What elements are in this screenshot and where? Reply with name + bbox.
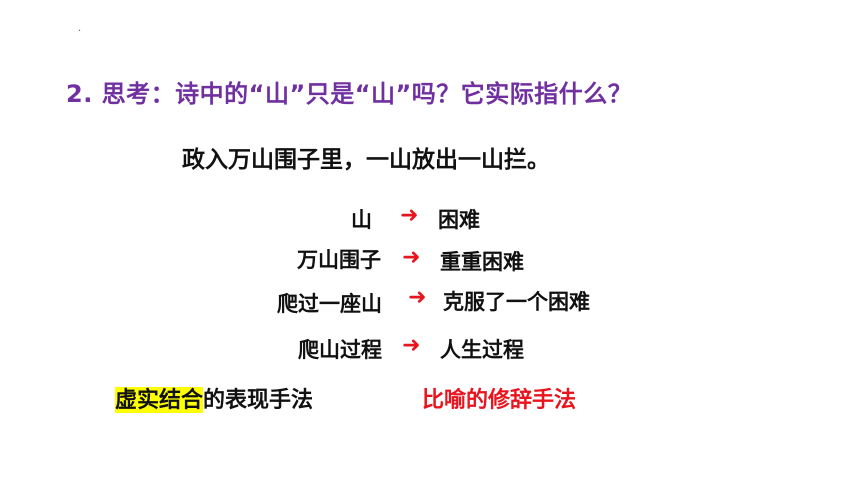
term-mountain: 山 [351,208,372,232]
arrow-right-icon: ➜ [402,333,421,358]
meaning-overcome-difficulty: 克服了一个困难 [443,290,590,314]
term-climb-one-mountain: 爬过一座山 [277,292,382,316]
technique-text: 虚实结合的表现手法 [115,382,313,414]
poem-line: 政入万山围子里，一山放出一山拦。 [182,147,550,173]
term-climbing-process: 爬山过程 [298,338,382,362]
arrow-right-icon: ➜ [400,203,419,228]
arrow-right-icon: ➜ [408,285,427,310]
rhetoric-text: 比喻的修辞手法 [422,387,577,413]
term-ten-thousand-mountains: 万山围子 [297,248,381,272]
meaning-many-difficulties: 重重困难 [440,250,524,274]
meaning-difficulty: 困难 [438,208,480,232]
decorative-dot: · [78,26,82,37]
arrow-right-icon: ➜ [402,245,421,270]
technique-highlight: 虚实结合 [115,387,204,413]
question-heading: 2. 思考：诗中的“山”只是“山”吗？它实际指什么？ [66,80,633,108]
technique-rest: 的表现手法 [203,387,314,413]
meaning-life-process: 人生过程 [440,338,524,362]
